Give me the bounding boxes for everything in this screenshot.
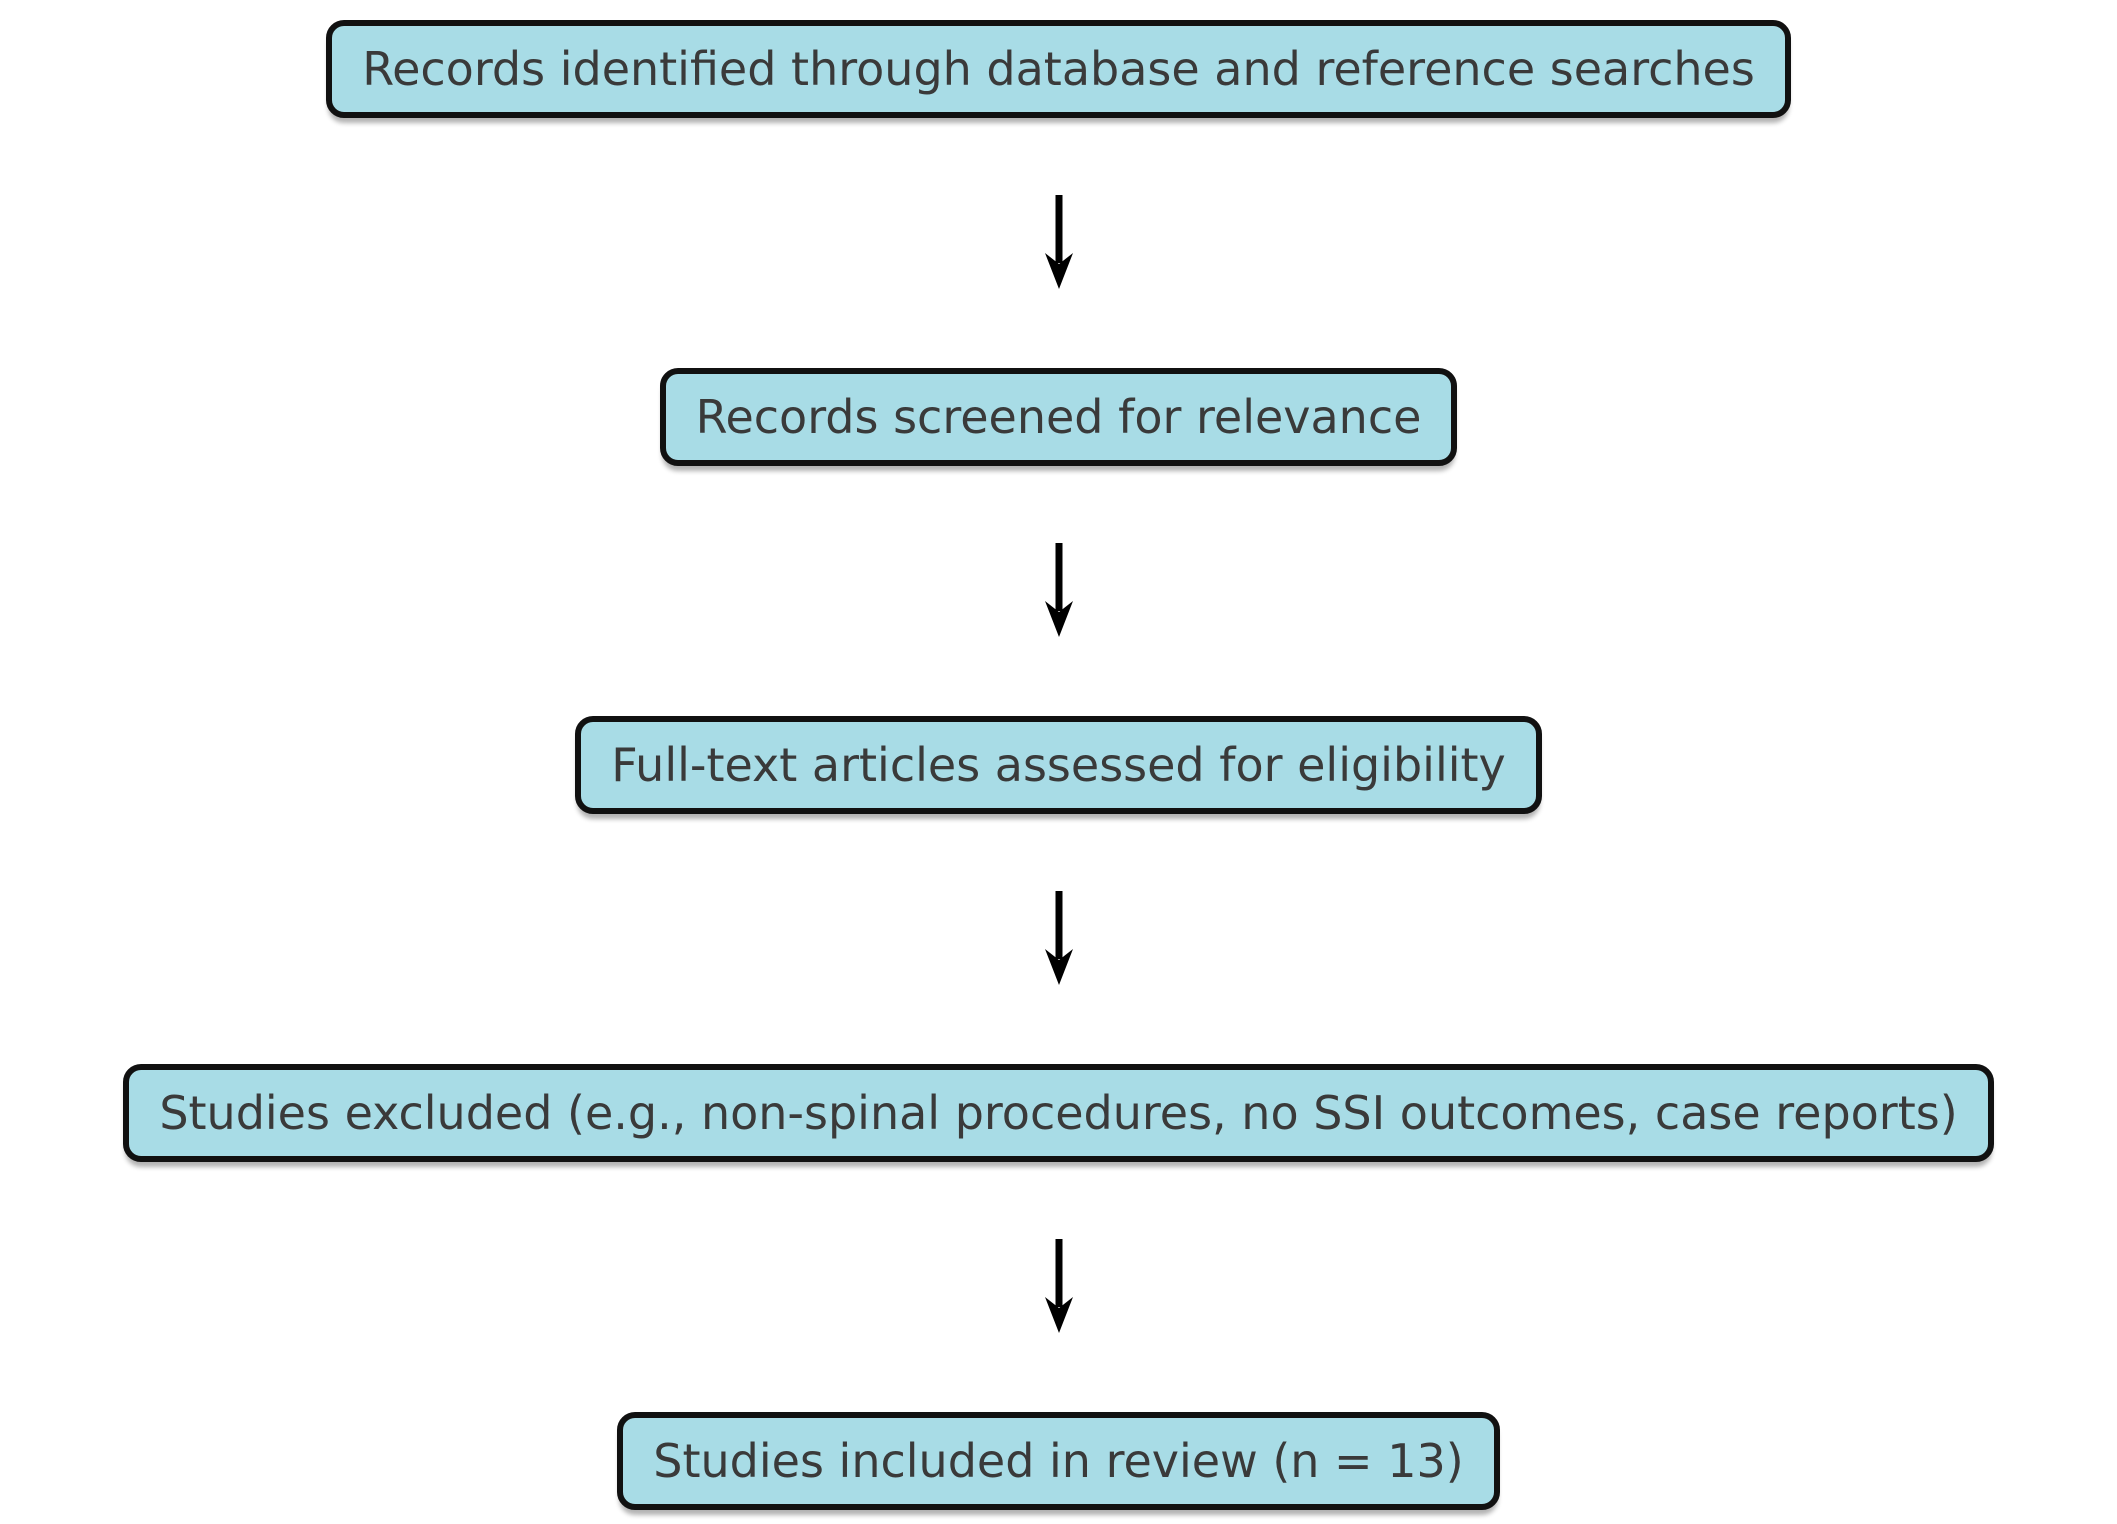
down-arrow-icon: [1044, 1239, 1073, 1333]
down-arrow-icon: [1044, 195, 1073, 289]
down-arrow-icon: [1044, 543, 1073, 637]
flow-node-studies-excluded: Studies excluded (e.g., non-spinal proce…: [123, 1064, 1994, 1162]
flow-node-fulltext-assessed: Full-text articles assessed for eligibil…: [575, 716, 1542, 814]
down-arrow-icon: [1044, 891, 1073, 985]
flow-node-records-identified: Records identified through database and …: [326, 20, 1791, 118]
flow-node-records-screened: Records screened for relevance: [659, 368, 1458, 466]
flow-node-studies-included: Studies included in review (n = 13): [617, 1412, 1500, 1510]
